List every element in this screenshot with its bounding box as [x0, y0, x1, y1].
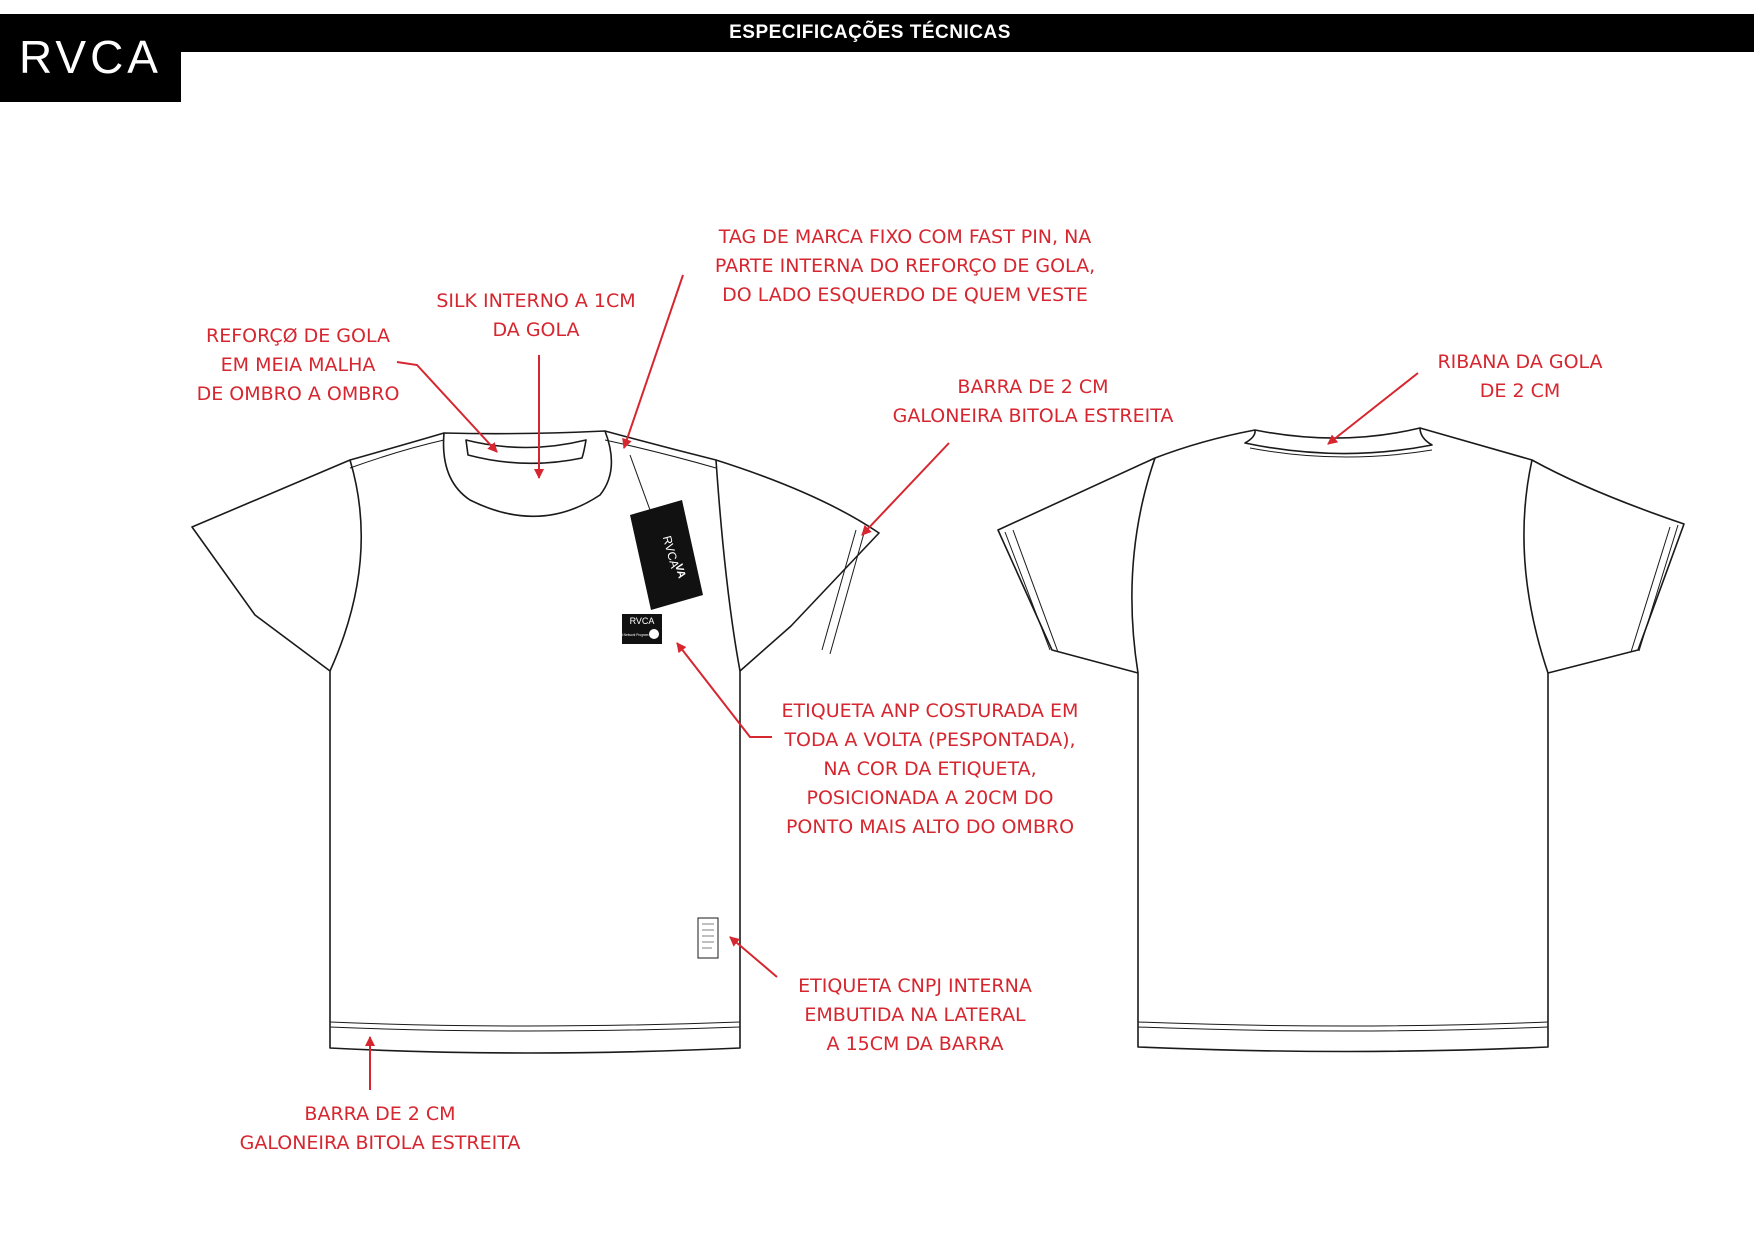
back-body-outline — [997, 427, 1685, 1053]
arrow-reforco-gola — [396, 361, 498, 453]
callout-ribana-gola: RIBANA DA GOLA DE 2 CM — [1437, 351, 1603, 402]
annotation-arrows — [365, 274, 1419, 1090]
arrow-barra-manga — [861, 442, 950, 536]
hang-tag-string — [629, 454, 651, 511]
brand-logo — [0, 14, 181, 102]
arrow-etiqueta-anp — [676, 642, 772, 738]
callout-barra-manga: BARRA DE 2 CM GALONEIRA BITOLA ESTREITA — [892, 376, 1174, 427]
cnpj-label — [697, 917, 719, 959]
front-collar-outer — [442, 430, 613, 518]
arrow-tag-marca — [622, 274, 684, 449]
back-left-armhole — [1131, 457, 1156, 674]
callout-etiqueta-cnpj: ETIQUETA CNPJ INTERNA EMBUTIDA NA LATERA… — [798, 975, 1032, 1055]
back-hem-stitch — [1137, 1021, 1549, 1032]
front-collar-inner — [465, 439, 587, 465]
callout-etiqueta-anp: ETIQUETA ANP COSTURADA EM TODA A VOLTA (… — [781, 700, 1079, 838]
front-shoulder-stitch-left — [349, 439, 445, 469]
front-hem-stitch — [329, 1021, 741, 1032]
back-sleeve-hem-left — [1004, 529, 1059, 653]
arrow-ribana-gola — [1327, 372, 1419, 445]
anp-label-brand: RVCA — [630, 616, 655, 626]
back-right-armhole — [1523, 459, 1549, 674]
anp-label-badge — [649, 629, 659, 639]
hang-tag-body — [630, 500, 703, 610]
back-neck-stitch — [1249, 447, 1433, 458]
header-bar — [0, 14, 1754, 52]
hang-tag-mark: VA — [672, 563, 687, 580]
callout-reforco-gola: REFORÇØ DE GOLA EM MEIA MALHA DE OMBRO A… — [196, 325, 400, 405]
back-neckline — [1244, 427, 1433, 455]
callout-silk-interno: SILK INTERNO A 1CM DA GOLA — [436, 290, 636, 341]
anp-label-text: Artist Network Program — [616, 633, 649, 637]
front-sleeve-hem-right — [821, 529, 865, 655]
page-title: ESPECIFICAÇÕES TÉCNICAS — [729, 22, 1011, 43]
callout-barra-base: BARRA DE 2 CM GALONEIRA BITOLA ESTREITA — [239, 1103, 521, 1154]
front-left-armhole — [329, 459, 362, 672]
back-sleeve-hem-right — [1630, 524, 1679, 653]
anp-label: RVCA Artist Network Program — [616, 614, 662, 644]
front-right-armhole — [715, 459, 741, 672]
callout-tag-marca: TAG DE MARCA FIXO COM FAST PIN, NA PARTE… — [714, 226, 1096, 306]
arrow-etiqueta-cnpj — [729, 936, 778, 978]
brand-logo-text: RVCA — [19, 31, 162, 83]
front-tshirt — [191, 430, 880, 1054]
back-tshirt — [997, 427, 1685, 1053]
front-shoulder-stitch-right — [604, 439, 717, 469]
hang-tag: RVCA VA — [629, 454, 703, 610]
anp-label-body — [622, 614, 662, 644]
